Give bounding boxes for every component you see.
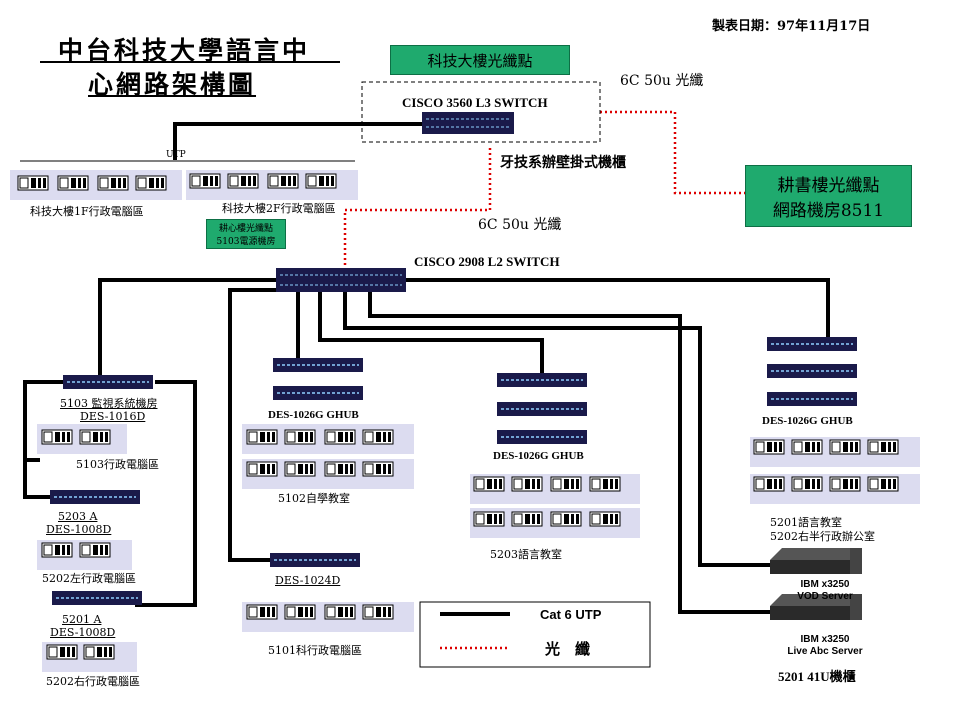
legend-cat6-label: Cat 6 UTP (540, 607, 602, 622)
server-icons (770, 548, 862, 620)
admin-5101-label: 5101科行政電腦區 (268, 644, 362, 657)
des-1008d-a-unit (49, 489, 141, 505)
fiber-top-label: 6C 50u 光纖 (620, 73, 704, 89)
l3-switch-label: CISCO 3560 L3 SWITCH (402, 95, 548, 110)
live-model-label: IBM x3250 (800, 634, 850, 645)
jinxin-line1: 耕心樓光纖點 (218, 224, 273, 234)
cat6-links (20, 122, 830, 614)
des-1024d-label: DES-1024D (275, 574, 341, 587)
vod-role-label: VOD Server (797, 591, 853, 602)
keji-1f-label: 科技大樓1F行政電腦區 (30, 205, 144, 218)
des-1008d-b-label: DES-1008D (50, 626, 116, 639)
admin-5202r-label: 5202右行政電腦區 (46, 675, 140, 688)
hub-5102-unit-2 (272, 385, 364, 401)
jinxin-box: 耕心樓光纖點 5103電源機房 (206, 219, 286, 249)
admin-5103-label: 5103行政電腦區 (76, 458, 159, 471)
des-1016d-unit (62, 374, 154, 390)
title-line-1: 中台科技大學語言中 (58, 36, 311, 65)
des-1008d-b-unit (51, 590, 143, 606)
keji-fiber-label: 科技大樓光纖點 (427, 51, 533, 70)
hub-5203-label: DES-1026G GHUB (493, 450, 584, 462)
hub-5102-unit-1 (272, 357, 364, 373)
legend-fiber-label: 光 纖 (545, 640, 591, 658)
live-role-label: Live Abc Server (787, 646, 863, 657)
office-5202r-label: 5202右半行政辦公室 (770, 530, 875, 543)
des-1008d-a-label: DES-1008D (46, 523, 112, 536)
hub-5203-unit-1 (496, 372, 588, 388)
rack-label: 5201 41U機櫃 (778, 669, 856, 684)
gengshu-box: 耕書樓光纖點 網路機房8511 (745, 165, 912, 227)
jinxin-line2: 5103電源機房 (216, 237, 276, 247)
legend-box (419, 601, 651, 668)
title-line-2: 心網路架構圖 (88, 70, 257, 99)
date-stamp: 製表日期：97年11月17日 (712, 19, 871, 34)
room-5201a-label: 5201 A (62, 613, 102, 626)
hub-5203-unit-2 (496, 401, 588, 417)
hub-5102-label: DES-1026G GHUB (268, 409, 359, 421)
self-5102-label: 5102自學教室 (278, 492, 350, 505)
vod-model-label: IBM x3250 (800, 579, 850, 590)
des-1024d-unit (269, 552, 361, 568)
des-1016d-label: DES-1016D (80, 410, 146, 423)
hub-5201-unit-3 (766, 391, 858, 407)
gengshu-line1: 耕書樓光纖點 (777, 176, 880, 196)
l3-rack-outline (361, 81, 601, 143)
l2-switch-body (276, 268, 406, 292)
keji-fiber-box: 科技大樓光纖點 (390, 45, 570, 75)
room-5103-label: 5103 監視系統機房 (60, 397, 158, 410)
admin-5202l-label: 5202左行政電腦區 (42, 572, 136, 585)
keji-2f-label: 科技大樓2F行政電腦區 (222, 202, 336, 215)
room-5203a-label: 5203 A (58, 510, 98, 523)
l3-switch-body (422, 112, 514, 134)
hub-5201-unit-1 (766, 336, 858, 352)
fiber-mid-label: 6C 50u 光纖 (478, 217, 562, 233)
hub-5201-label: DES-1026G GHUB (762, 415, 853, 427)
fiber-links (343, 110, 745, 278)
gengshu-line2: 網路機房8511 (772, 201, 885, 221)
l2-switch-label: CISCO 2908 L2 SWITCH (414, 254, 560, 269)
wall-rack-label: 牙技系辦壁掛式機櫃 (500, 156, 626, 171)
hub-5201-unit-2 (766, 363, 858, 379)
utp-label: UTP (166, 150, 186, 160)
lang-5201-label: 5201語言教室 (770, 516, 842, 529)
hub-5203-unit-3 (496, 429, 588, 445)
lang-5203-label: 5203語言教室 (490, 548, 562, 561)
